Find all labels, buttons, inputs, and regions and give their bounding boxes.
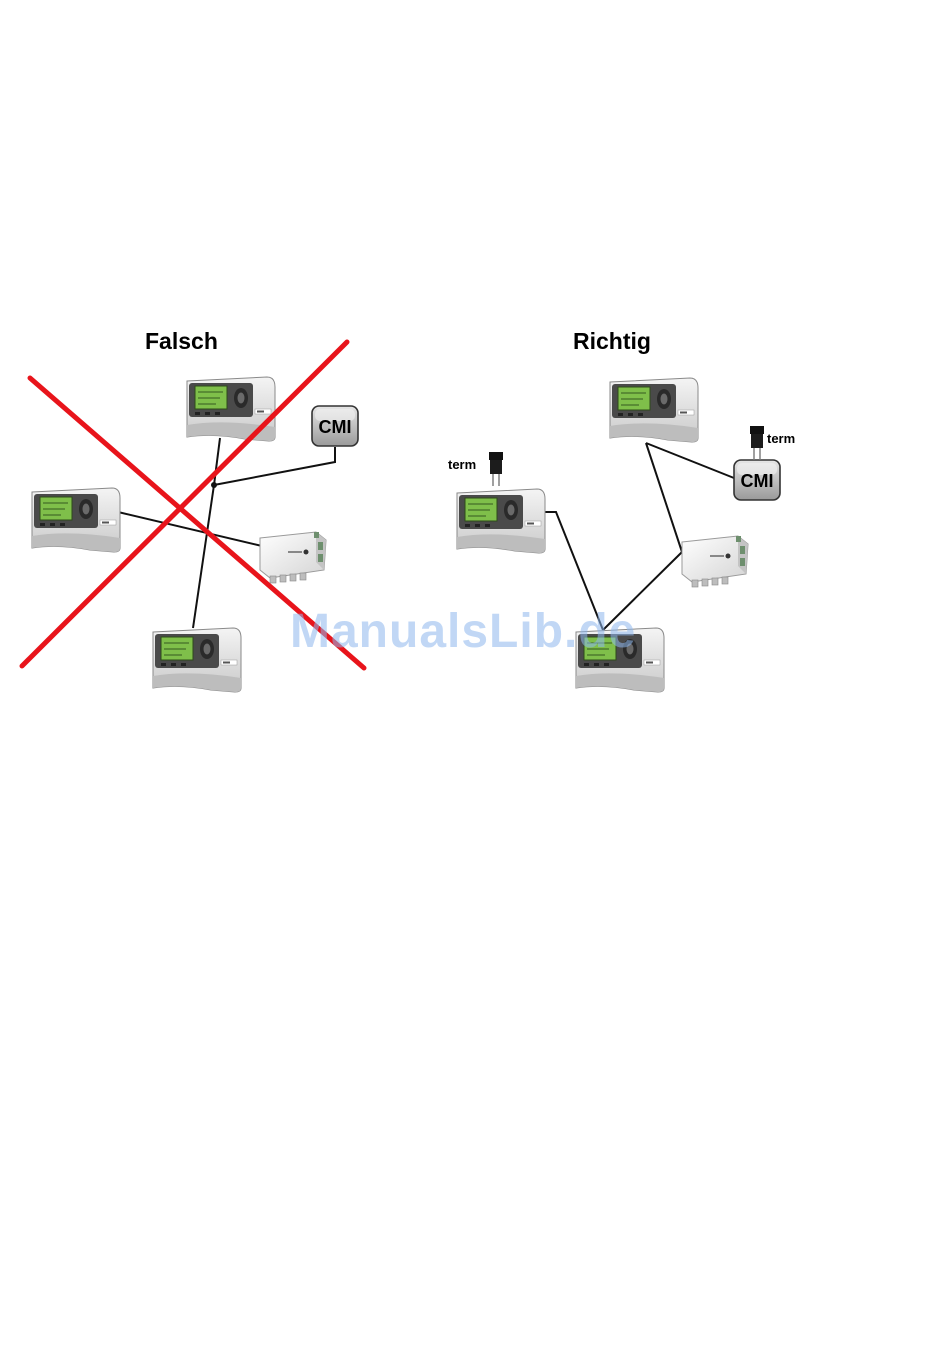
wrong-cmi-label: CMI bbox=[319, 417, 352, 437]
right-io-box bbox=[682, 536, 748, 587]
watermark: ManualsLib.de bbox=[290, 604, 636, 659]
wrong-controller-top bbox=[187, 377, 275, 441]
wrong-io-box bbox=[260, 532, 326, 583]
right-controller-top bbox=[610, 378, 698, 442]
right-cmi-label: CMI bbox=[741, 471, 774, 491]
term-label-cmi: term bbox=[767, 431, 795, 446]
wrong-star-junction bbox=[211, 482, 217, 488]
term-plug-cmi-icon bbox=[750, 426, 764, 460]
wrong-controller-left bbox=[32, 488, 120, 552]
wrong-controller-bottom bbox=[153, 628, 241, 692]
right-controller-left bbox=[457, 489, 545, 553]
term-plug-left-icon bbox=[489, 452, 503, 486]
right-wiring bbox=[542, 443, 734, 630]
term-label-left: term bbox=[448, 457, 476, 472]
